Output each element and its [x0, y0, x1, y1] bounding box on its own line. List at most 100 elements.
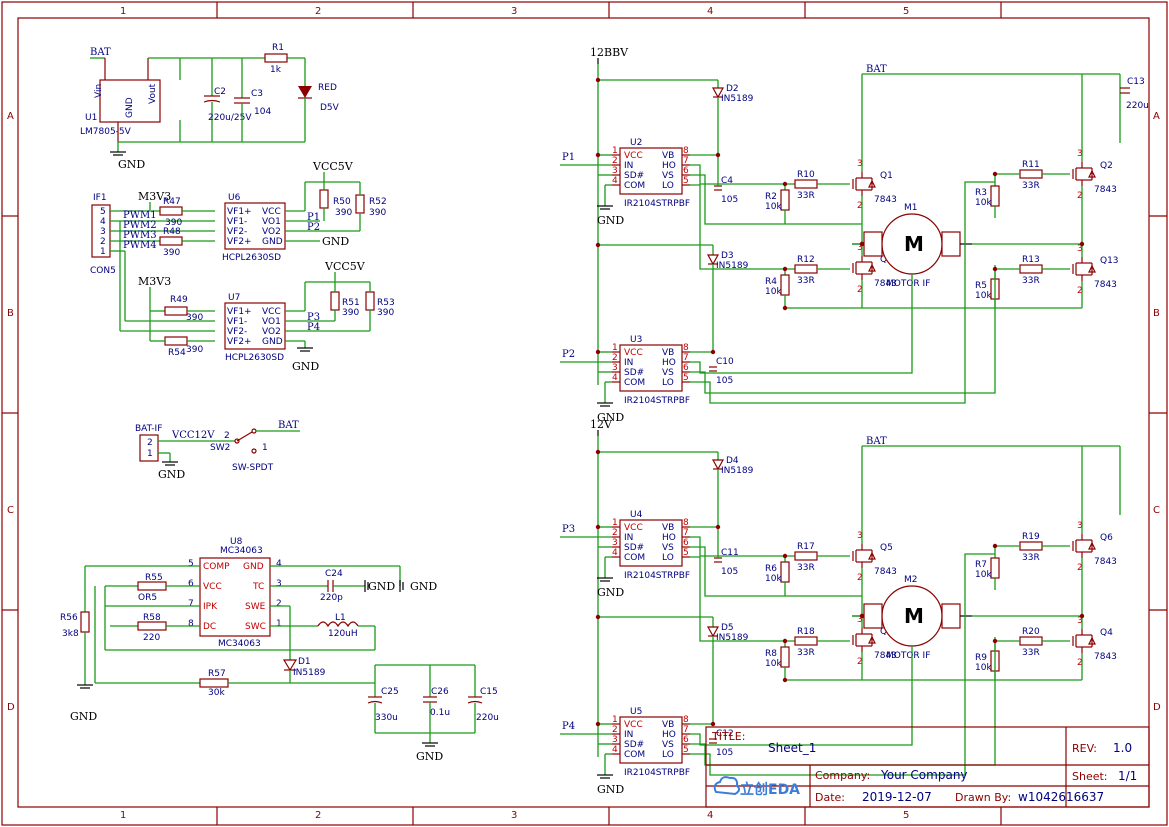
h-bridge-2-input-p3: P3: [562, 524, 575, 535]
r8-value: 10k: [765, 659, 782, 669]
r56-ref: R56: [60, 613, 78, 623]
svg-text:2: 2: [100, 237, 106, 247]
r7-resistor[interactable]: [990, 557, 1000, 579]
r1-resistor[interactable]: [264, 53, 288, 63]
U2-p1: 1: [612, 146, 618, 156]
r8-resistor[interactable]: [780, 646, 790, 668]
u4-gate-driver[interactable]: [619, 519, 683, 567]
u6-optocoupler[interactable]: [224, 202, 286, 250]
svg-text:GND: GND: [262, 337, 283, 347]
U2-p2: 2: [612, 156, 618, 166]
r19-resistor[interactable]: [1019, 541, 1043, 551]
r48-resistor[interactable]: [159, 236, 183, 246]
r18-resistor[interactable]: [794, 636, 818, 646]
r47-resistor[interactable]: [159, 206, 183, 216]
u7-optocoupler[interactable]: [224, 302, 286, 350]
r4-resistor[interactable]: [780, 274, 790, 296]
r17-resistor[interactable]: [794, 551, 818, 561]
drawn-label: Drawn By:: [955, 791, 1011, 804]
r20-resistor[interactable]: [1019, 636, 1043, 646]
U4-p4: 4: [612, 548, 618, 558]
svg-text:VF1+: VF1+: [227, 207, 252, 217]
u7-gnd-label: GND: [292, 360, 319, 373]
u5-gate-driver[interactable]: [619, 716, 683, 764]
sw2-switch[interactable]: [236, 431, 253, 442]
U3-p8: 8: [683, 343, 689, 353]
d2-diode[interactable]: [711, 87, 725, 99]
svg-text:DC: DC: [203, 622, 216, 632]
bat-if-ref: BAT-IF: [135, 424, 162, 434]
Q6-s: 2: [1077, 563, 1083, 573]
u3-gate-driver[interactable]: [619, 344, 683, 392]
r49-ref: R49: [170, 295, 188, 305]
r47-value: 390: [165, 218, 182, 228]
l1-ref: L1: [335, 613, 346, 623]
U2-p6: 6: [683, 166, 689, 176]
u2-pin-lo: LO: [662, 181, 674, 191]
h-bridge-section: 12BBVU2IR2104STRPBFVCCINSD#COMVBHOVSLO12…: [560, 46, 1149, 796]
l1-inductor[interactable]: [317, 621, 359, 628]
r10-ref: R10: [797, 170, 815, 180]
u8-controller[interactable]: [199, 557, 271, 637]
u2-gate-driver[interactable]: [619, 147, 683, 195]
q5-ref: Q5: [880, 543, 893, 553]
r6-resistor[interactable]: [780, 561, 790, 583]
p3-net: P3: [307, 312, 320, 323]
sw2-value: SW-SPDT: [232, 463, 274, 473]
bat-if-connector[interactable]: [139, 434, 159, 462]
u4-value: IR2104STRPBF: [624, 571, 690, 581]
q1-value: 7843: [874, 195, 897, 205]
d4-diode[interactable]: [711, 459, 725, 471]
d3-diode[interactable]: [706, 254, 720, 266]
Q6-d: 3: [1077, 521, 1083, 531]
q2-mosfet[interactable]: 32: [1072, 149, 1096, 201]
r19-value: 33R: [1022, 553, 1040, 563]
r2-resistor[interactable]: [780, 189, 790, 211]
sw2-ref: SW2: [210, 443, 230, 453]
r3-resistor[interactable]: [990, 185, 1000, 207]
u3-pin-vcc: VCC: [624, 348, 643, 358]
d5-value: IN5189: [716, 633, 749, 643]
q7-mosfet[interactable]: 32: [852, 615, 876, 667]
U3-p4: 4: [612, 373, 618, 383]
r13-resistor[interactable]: [1019, 264, 1043, 274]
r12-resistor[interactable]: [794, 264, 818, 274]
c24-value: 220p: [320, 593, 343, 603]
r10-resistor[interactable]: [794, 179, 818, 189]
zone-col-3-bottom: 3: [511, 810, 517, 821]
u1-ref: U1: [85, 113, 97, 123]
h-bridge-2-input-p4: P4: [562, 721, 575, 732]
U3-p6: 6: [683, 363, 689, 373]
c26-value: 0.1u: [430, 708, 450, 718]
Q7-s: 2: [857, 657, 863, 667]
if1-ref: IF1: [93, 193, 107, 203]
r55-value: OR5: [138, 593, 157, 603]
q3-mosfet[interactable]: 32: [852, 243, 876, 295]
d5-ref: D5: [721, 623, 734, 633]
r11-resistor[interactable]: [1019, 169, 1043, 179]
u2-value: IR2104STRPBF: [624, 199, 690, 209]
r49-value: 390: [186, 313, 203, 323]
U3-p1: 1: [612, 343, 618, 353]
q1-mosfet[interactable]: 32: [852, 159, 876, 211]
svg-text:3: 3: [100, 227, 106, 237]
d4-ref: D4: [726, 456, 739, 466]
d1-ref: D1: [298, 657, 311, 667]
svg-text:VCC: VCC: [203, 582, 222, 592]
zone-col-2-bottom: 2: [315, 810, 321, 821]
Q2-d: 3: [1077, 149, 1083, 159]
q13-mosfet[interactable]: 32: [1072, 244, 1096, 296]
u3-pin-in: IN: [624, 358, 633, 368]
q4-mosfet[interactable]: 32: [1072, 616, 1096, 668]
u4-pin-vcc: VCC: [624, 523, 643, 533]
d5-diode[interactable]: [706, 626, 720, 638]
zone-col-1: 1: [120, 6, 126, 17]
u1-regulator[interactable]: [99, 79, 161, 123]
q6-mosfet[interactable]: 32: [1072, 521, 1096, 573]
q5-mosfet[interactable]: 32: [852, 531, 876, 583]
d4-value: IN5189: [721, 466, 754, 476]
drawn-value: w1042616637: [1018, 790, 1104, 804]
